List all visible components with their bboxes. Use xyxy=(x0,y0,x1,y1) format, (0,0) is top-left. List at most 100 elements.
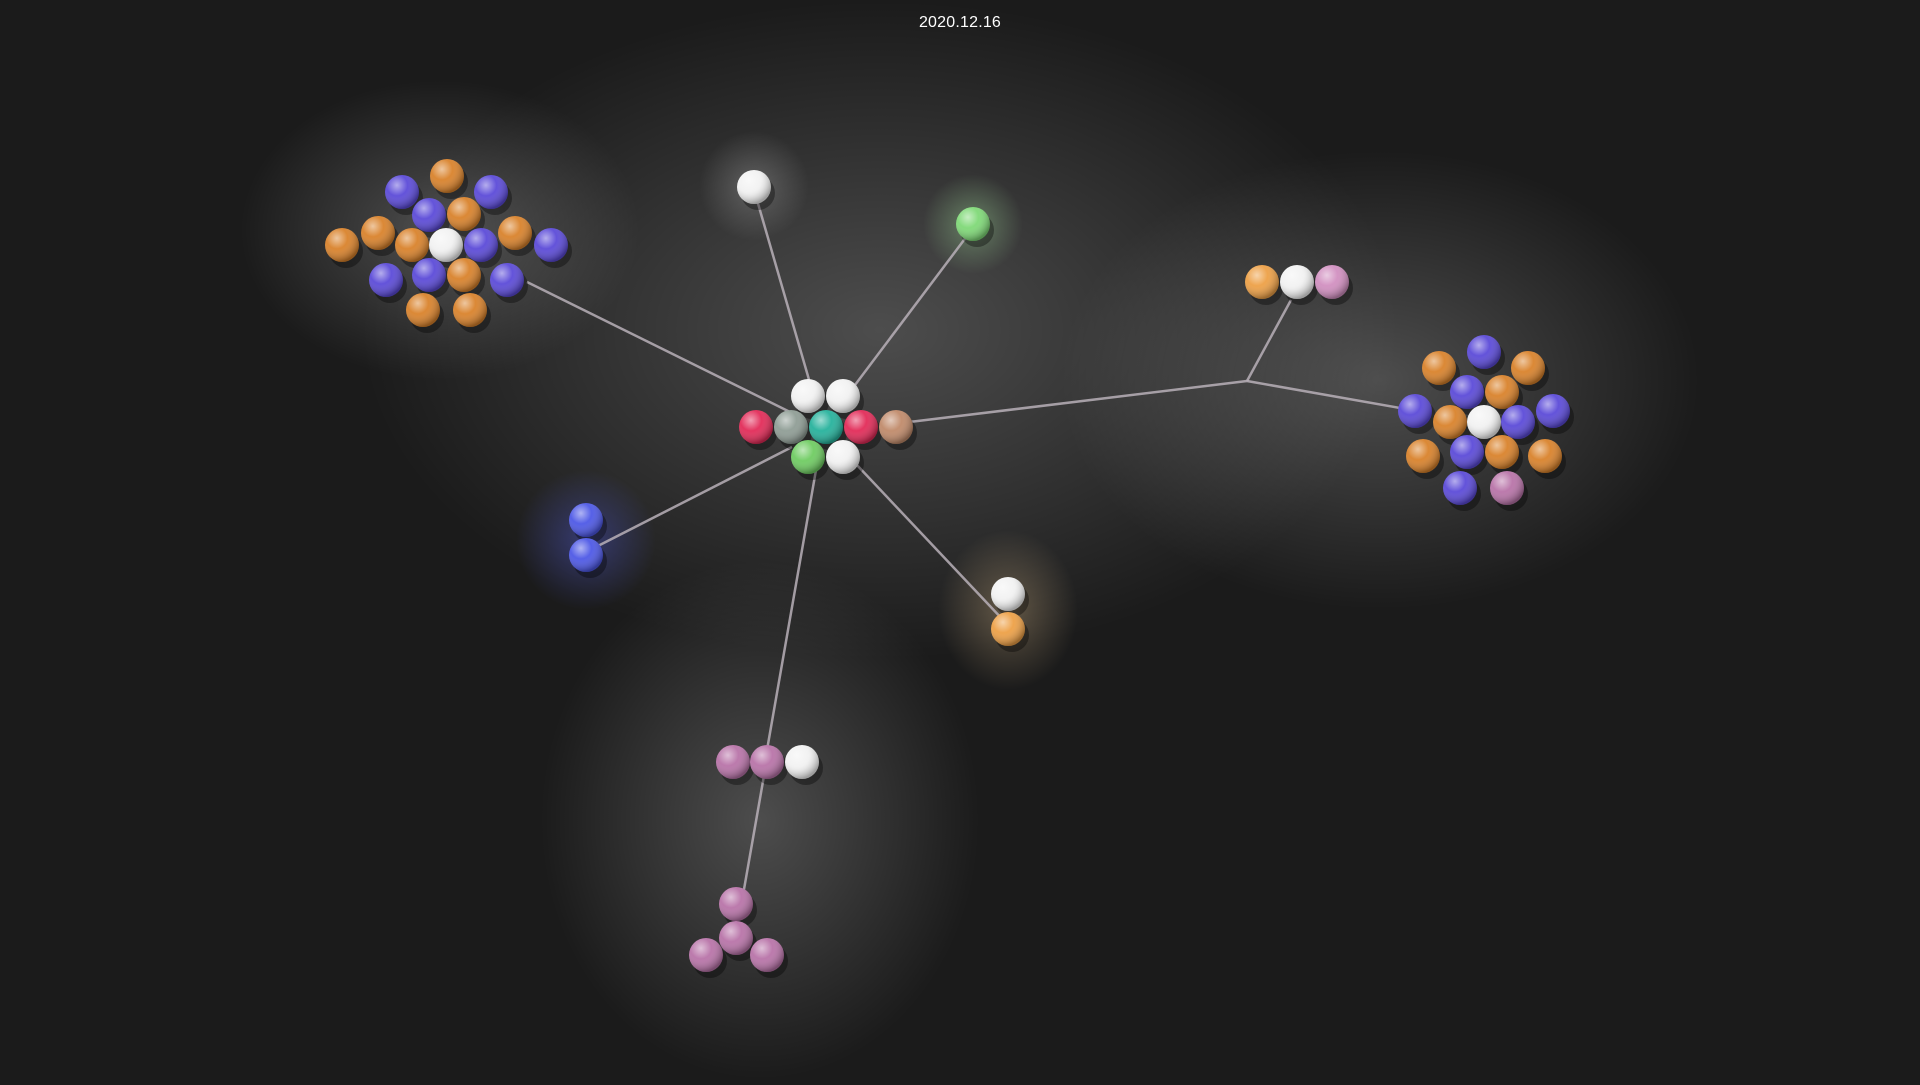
node-highlight xyxy=(791,379,825,413)
node-highlight xyxy=(325,228,359,262)
node-sphere xyxy=(406,293,444,333)
node-highlight xyxy=(1433,405,1467,439)
node-highlight xyxy=(430,159,464,193)
node-sphere xyxy=(1280,265,1318,305)
node-highlight xyxy=(1245,265,1279,299)
node-highlight xyxy=(385,175,419,209)
node-highlight xyxy=(716,745,750,779)
node-sphere xyxy=(1536,394,1574,434)
node-sphere xyxy=(1398,394,1436,434)
node-sphere xyxy=(991,612,1029,652)
node-highlight xyxy=(1490,471,1524,505)
node-highlight xyxy=(1398,394,1432,428)
right-cluster-glow xyxy=(1060,150,1700,610)
node-highlight xyxy=(739,410,773,444)
node-highlight xyxy=(826,379,860,413)
node-sphere xyxy=(991,577,1029,617)
node-sphere xyxy=(750,938,788,978)
node-sphere xyxy=(361,216,399,256)
node-highlight xyxy=(1467,405,1501,439)
node-sphere xyxy=(430,159,468,199)
edge-line xyxy=(854,462,1006,623)
node-sphere xyxy=(689,938,727,978)
node-sphere xyxy=(1406,439,1444,479)
node-sphere xyxy=(826,379,864,419)
node-sphere xyxy=(716,745,754,785)
node-sphere xyxy=(719,921,757,961)
node-highlight xyxy=(429,228,463,262)
node-highlight xyxy=(490,263,524,297)
node-highlight xyxy=(1501,405,1535,439)
node-sphere xyxy=(844,410,882,450)
node-highlight xyxy=(1528,439,1562,473)
node-highlight xyxy=(750,745,784,779)
node-sphere xyxy=(719,887,757,927)
node-highlight xyxy=(569,503,603,537)
node-highlight xyxy=(1443,471,1477,505)
node-sphere xyxy=(534,228,572,268)
node-highlight xyxy=(406,293,440,327)
edge-line xyxy=(765,469,818,751)
node-sphere xyxy=(490,263,528,303)
node-sphere xyxy=(1501,405,1539,445)
node-highlight xyxy=(1485,375,1519,409)
node-sphere xyxy=(791,440,829,480)
node-highlight xyxy=(1450,435,1484,469)
node-highlight xyxy=(809,410,843,444)
node-sphere xyxy=(447,258,485,298)
node-highlight xyxy=(844,410,878,444)
node-highlight xyxy=(1536,394,1570,428)
edge-line xyxy=(1246,379,1401,410)
node-sphere xyxy=(1443,471,1481,511)
node-sphere xyxy=(464,228,502,268)
node-sphere xyxy=(429,228,467,268)
edge-line xyxy=(741,769,767,896)
edge-line xyxy=(854,231,971,386)
node-highlight xyxy=(774,410,808,444)
node-highlight xyxy=(464,228,498,262)
glow-layer xyxy=(240,0,1700,1080)
node-highlight xyxy=(1315,265,1349,299)
node-sphere xyxy=(739,410,777,450)
node-highlight xyxy=(1406,439,1440,473)
node-highlight xyxy=(1450,375,1484,409)
edge-line xyxy=(589,445,793,552)
node-sphere xyxy=(1467,405,1505,445)
node-highlight xyxy=(956,207,990,241)
node-highlight xyxy=(447,258,481,292)
node-highlight xyxy=(369,263,403,297)
node-sphere xyxy=(791,379,829,419)
node-highlight xyxy=(361,216,395,250)
node-sphere xyxy=(1315,265,1353,305)
node-highlight xyxy=(791,440,825,474)
node-highlight xyxy=(750,938,784,972)
node-sphere xyxy=(325,228,363,268)
edge-layer xyxy=(526,199,1401,896)
edge-line xyxy=(526,280,791,414)
node-highlight xyxy=(826,440,860,474)
node-highlight xyxy=(412,198,446,232)
node-highlight xyxy=(1485,435,1519,469)
node-sphere xyxy=(879,410,917,450)
node-sphere xyxy=(1467,335,1505,375)
node-highlight xyxy=(534,228,568,262)
node-sphere xyxy=(956,207,994,247)
bottom-cluster-glow xyxy=(540,560,980,1080)
node-highlight xyxy=(498,216,532,250)
node-highlight xyxy=(991,577,1025,611)
node-sphere xyxy=(1485,435,1523,475)
node-highlight xyxy=(453,293,487,327)
node-sphere xyxy=(1433,405,1471,445)
edge-line xyxy=(1245,299,1293,382)
node-sphere xyxy=(1422,351,1460,391)
node-sphere xyxy=(826,440,864,480)
node-sphere xyxy=(369,263,407,303)
node-highlight xyxy=(719,887,753,921)
node-sphere xyxy=(474,175,512,215)
node-sphere xyxy=(569,503,607,543)
node-highlight xyxy=(569,538,603,572)
node-highlight xyxy=(879,410,913,444)
node-sphere xyxy=(737,170,775,210)
node-highlight xyxy=(474,175,508,209)
